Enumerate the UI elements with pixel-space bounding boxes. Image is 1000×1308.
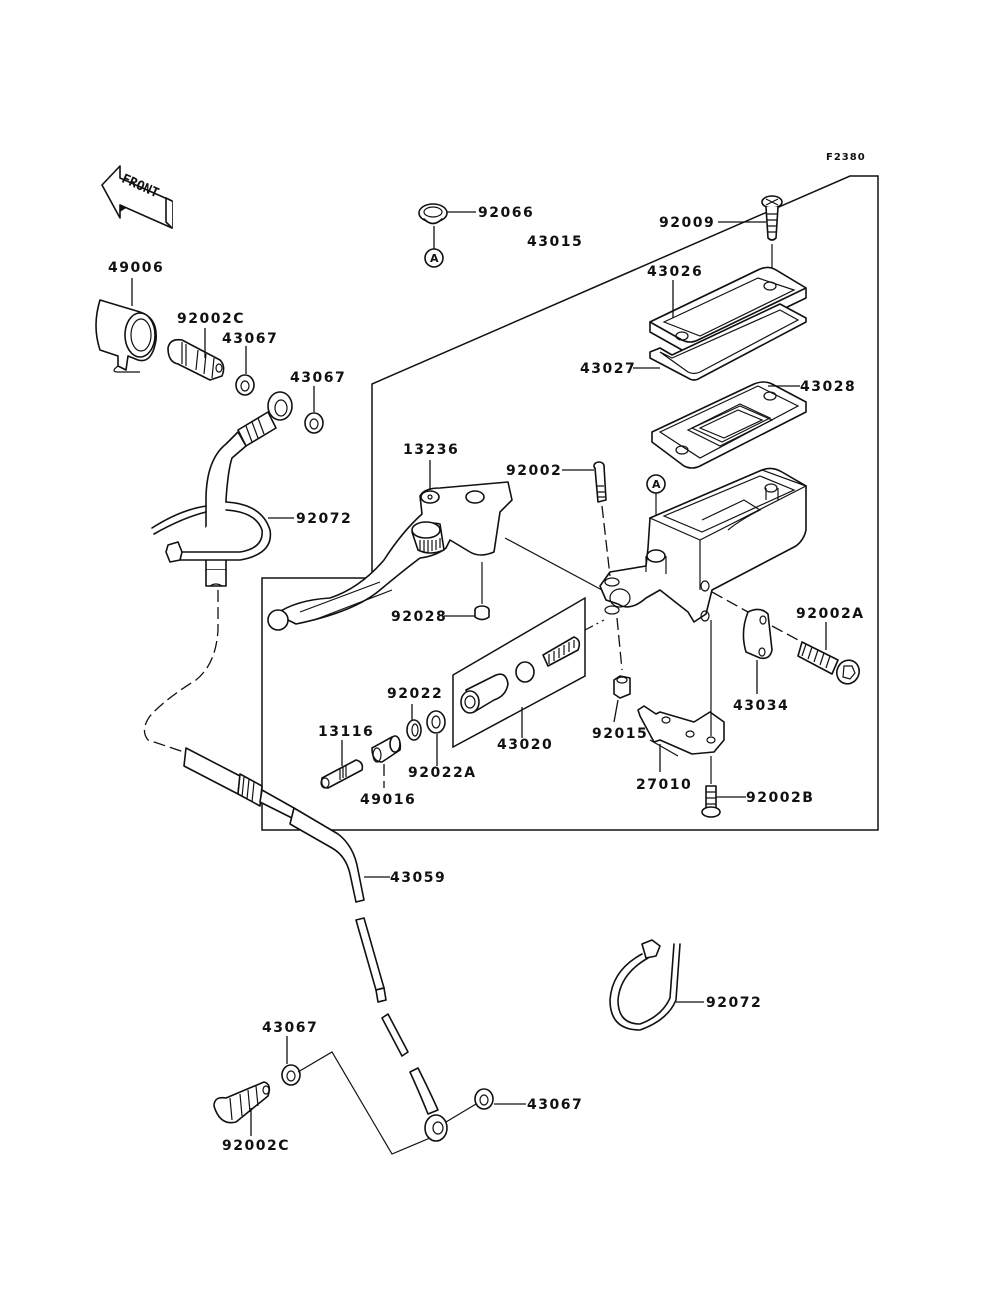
label-92072-upper: 92072 (296, 511, 352, 527)
part-92066[interactable]: 92066 (418, 203, 534, 250)
label-43015: 43015 (527, 234, 583, 250)
label-43067-lower-1: 43067 (262, 1020, 318, 1036)
part-43059[interactable]: 43059 (183, 747, 448, 1142)
label-43020: 43020 (497, 737, 553, 753)
part-43020[interactable]: 43020 (452, 596, 605, 753)
part-49006[interactable]: 49006 (95, 260, 164, 373)
part-43026[interactable]: 43026 (647, 264, 807, 353)
pivot-axis-line (504, 537, 603, 591)
part-92009[interactable]: 92009 (659, 195, 783, 282)
part-92072-upper[interactable]: 92072 (151, 501, 352, 563)
svg-text:A: A (652, 478, 661, 491)
part-92002C-lower[interactable]: 92002C (213, 1081, 290, 1154)
label-92028: 92028 (391, 609, 447, 625)
part-92002A[interactable]: 92002A (771, 606, 865, 688)
label-49016: 49016 (360, 792, 416, 808)
svg-text:A: A (430, 252, 439, 265)
label-43034: 43034 (733, 698, 789, 714)
label-92002B: 92002B (746, 790, 814, 806)
banjo-connection-line (297, 1051, 477, 1155)
label-92009: 92009 (659, 215, 715, 231)
master-cylinder-body[interactable] (599, 467, 808, 623)
part-92022[interactable]: 92022 (387, 686, 443, 741)
label-43059: 43059 (390, 870, 446, 886)
part-43067-lower-1[interactable]: 43067 (262, 1020, 318, 1086)
label-92072-lower: 92072 (706, 995, 762, 1011)
part-27010[interactable]: 27010 (636, 620, 725, 793)
part-13116[interactable]: 13116 (318, 724, 374, 789)
part-43027[interactable]: 43027 (580, 303, 807, 381)
label-43067-lower-2: 43067 (527, 1097, 583, 1113)
label-27010: 27010 (636, 777, 692, 793)
label-92066: 92066 (478, 205, 534, 221)
label-92015: 92015 (592, 726, 648, 742)
part-43067-lower-2[interactable]: 43067 (474, 1088, 583, 1113)
part-92072-lower[interactable]: 92072 (609, 939, 762, 1031)
label-13236: 13236 (403, 442, 459, 458)
label-43028: 43028 (800, 379, 856, 395)
part-92002C-upper[interactable]: 92002C (167, 311, 245, 381)
label-49006: 49006 (108, 260, 164, 276)
part-92028[interactable]: 92028 (391, 562, 490, 625)
label-13116: 13116 (318, 724, 374, 740)
front-arrow-icon: FRONT (101, 165, 173, 229)
part-92022A[interactable]: 92022A (408, 710, 477, 781)
label-92002C-upper: 92002C (177, 311, 245, 327)
label-92022A: 92022A (408, 765, 477, 781)
part-43067-upper-2[interactable]: 43067 (290, 370, 346, 434)
label-43067-upper-2: 43067 (290, 370, 346, 386)
hose-routing-line (143, 590, 219, 753)
part-92002B[interactable]: 92002B (701, 756, 814, 818)
label-92022: 92022 (387, 686, 443, 702)
reference-marker-a-top: A (424, 248, 444, 268)
label-43026: 43026 (647, 264, 703, 280)
part-92015[interactable]: 92015 (592, 617, 648, 742)
label-92002A: 92002A (796, 606, 865, 622)
part-92002[interactable]: 92002 (506, 461, 611, 577)
part-43034[interactable]: 43034 (711, 591, 789, 714)
part-43067-upper-1[interactable]: 43067 (222, 331, 278, 396)
label-43027: 43027 (580, 361, 636, 377)
label-92002C-lower: 92002C (222, 1138, 290, 1154)
label-92002: 92002 (506, 463, 562, 479)
part-43028[interactable]: 43028 (651, 379, 856, 469)
assembly-frame (261, 175, 879, 831)
figure-code: F2380 (826, 152, 866, 163)
part-49016[interactable]: 49016 (360, 735, 416, 808)
part-13236[interactable]: 13236 (267, 442, 513, 631)
label-43067-upper-1: 43067 (222, 331, 278, 347)
